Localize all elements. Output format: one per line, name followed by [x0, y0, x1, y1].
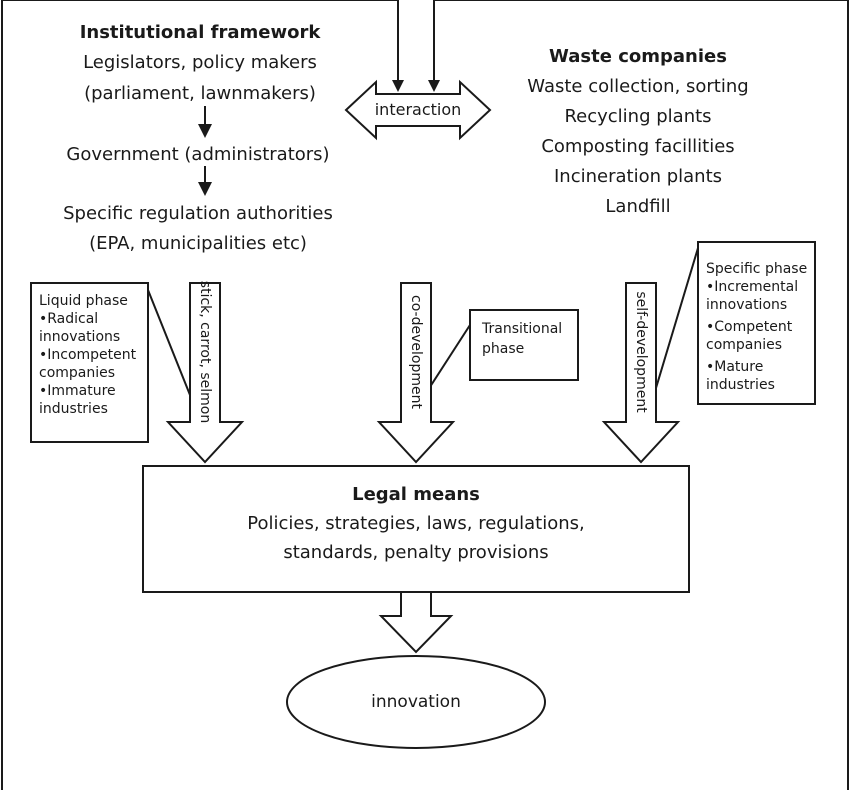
arrow-middle-label: co-development — [408, 295, 424, 409]
liquid-phase-title: Liquid phase — [39, 293, 128, 309]
interaction-double-arrow — [344, 79, 492, 141]
transitional-phase-line: Transitional — [482, 321, 563, 337]
arrow-to-innovation — [378, 591, 454, 654]
institutional-line2: (parliament, lawnmakers) — [84, 83, 316, 104]
government-label: Government (administrators) — [66, 144, 330, 165]
arrow-self-development — [601, 282, 681, 464]
innovation-label: innovation — [371, 692, 461, 712]
waste-item: Recycling plants — [564, 106, 712, 127]
legal-means-line1: Policies, strategies, laws, regulations, — [247, 513, 585, 534]
liquid-phase-connector — [147, 289, 191, 396]
legal-means-line2: standards, penalty provisions — [283, 542, 549, 563]
institutional-title: Institutional framework — [79, 22, 321, 43]
liquid-phase-line: innovations — [39, 329, 121, 345]
frame-right — [433, 0, 849, 790]
innovation-ellipse — [286, 655, 546, 749]
authorities-line2: (EPA, municipalities etc) — [89, 233, 307, 254]
specific-phase-line: •Mature — [706, 359, 764, 375]
transitional-phase-line: phase — [482, 341, 525, 357]
waste-item: Landfill — [605, 196, 671, 217]
specific-phase-line: innovations — [706, 297, 788, 313]
specific-phase-line: •Incremental — [706, 279, 799, 295]
legal-means-box — [142, 465, 690, 593]
specific-phase-line: •Competent — [706, 319, 793, 335]
arrow-right-label: self-development — [633, 291, 649, 413]
waste-title: Waste companies — [549, 46, 727, 67]
waste-item: Composting facillities — [541, 136, 735, 157]
institutional-line1: Legislators, policy makers — [83, 52, 317, 73]
frame-left — [1, 0, 399, 790]
transitional-phase-box — [469, 309, 579, 381]
transitional-phase-connector — [427, 324, 471, 391]
specific-phase-line: industries — [706, 377, 775, 393]
specific-phase-title: Specific phase — [706, 261, 808, 277]
liquid-phase-line: •Immature — [39, 383, 116, 399]
arrow-to-government-head — [198, 124, 212, 138]
specific-phase-line: companies — [706, 337, 783, 353]
arrow-to-authorities-head — [198, 182, 212, 196]
specific-phase-connector — [655, 247, 699, 389]
liquid-phase-box — [30, 282, 149, 443]
arrow-left-label: stick, carrot, selmon — [197, 280, 213, 424]
frame-left-arrowhead — [392, 80, 404, 92]
interaction-label: interaction — [374, 100, 462, 119]
arrow-co-development — [376, 282, 456, 464]
liquid-phase-line: companies — [39, 365, 116, 381]
waste-item: Incineration plants — [553, 166, 723, 187]
arrow-stick-carrot — [165, 282, 245, 464]
liquid-phase-line: industries — [39, 401, 108, 417]
liquid-phase-line: •Incompetent — [39, 347, 137, 363]
frame-right-arrowhead — [428, 80, 440, 92]
legal-means-title: Legal means — [352, 484, 480, 505]
specific-phase-box — [697, 241, 816, 405]
waste-item: Waste collection, sorting — [527, 76, 749, 97]
authorities-line1: Specific regulation authorities — [63, 203, 333, 224]
liquid-phase-line: •Radical — [39, 311, 99, 327]
